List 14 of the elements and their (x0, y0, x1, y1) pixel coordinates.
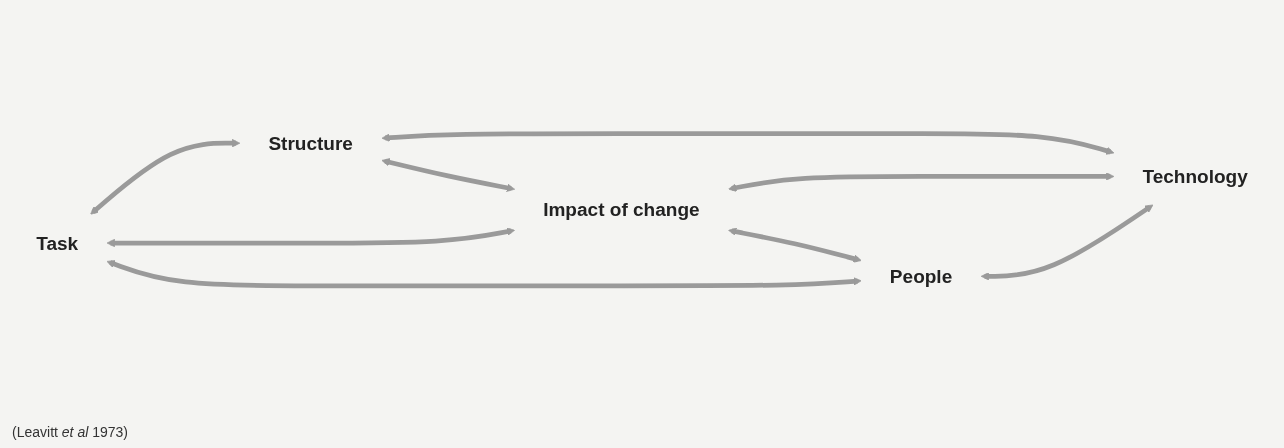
arrow (106, 260, 862, 289)
citation-note: (Leavitt et al 1973) (12, 424, 128, 440)
node-text: Task (36, 232, 79, 254)
node-text: Technology (1142, 166, 1248, 188)
arrow (728, 172, 1115, 193)
arrow (381, 131, 1115, 156)
arrow (381, 158, 515, 193)
arrow (728, 227, 862, 263)
node-text: Impact of change (543, 199, 700, 221)
node-text: People (889, 266, 953, 288)
node-text: Structure (268, 132, 353, 154)
arrow (980, 204, 1154, 281)
arrow (106, 227, 515, 248)
arrow (90, 139, 241, 215)
